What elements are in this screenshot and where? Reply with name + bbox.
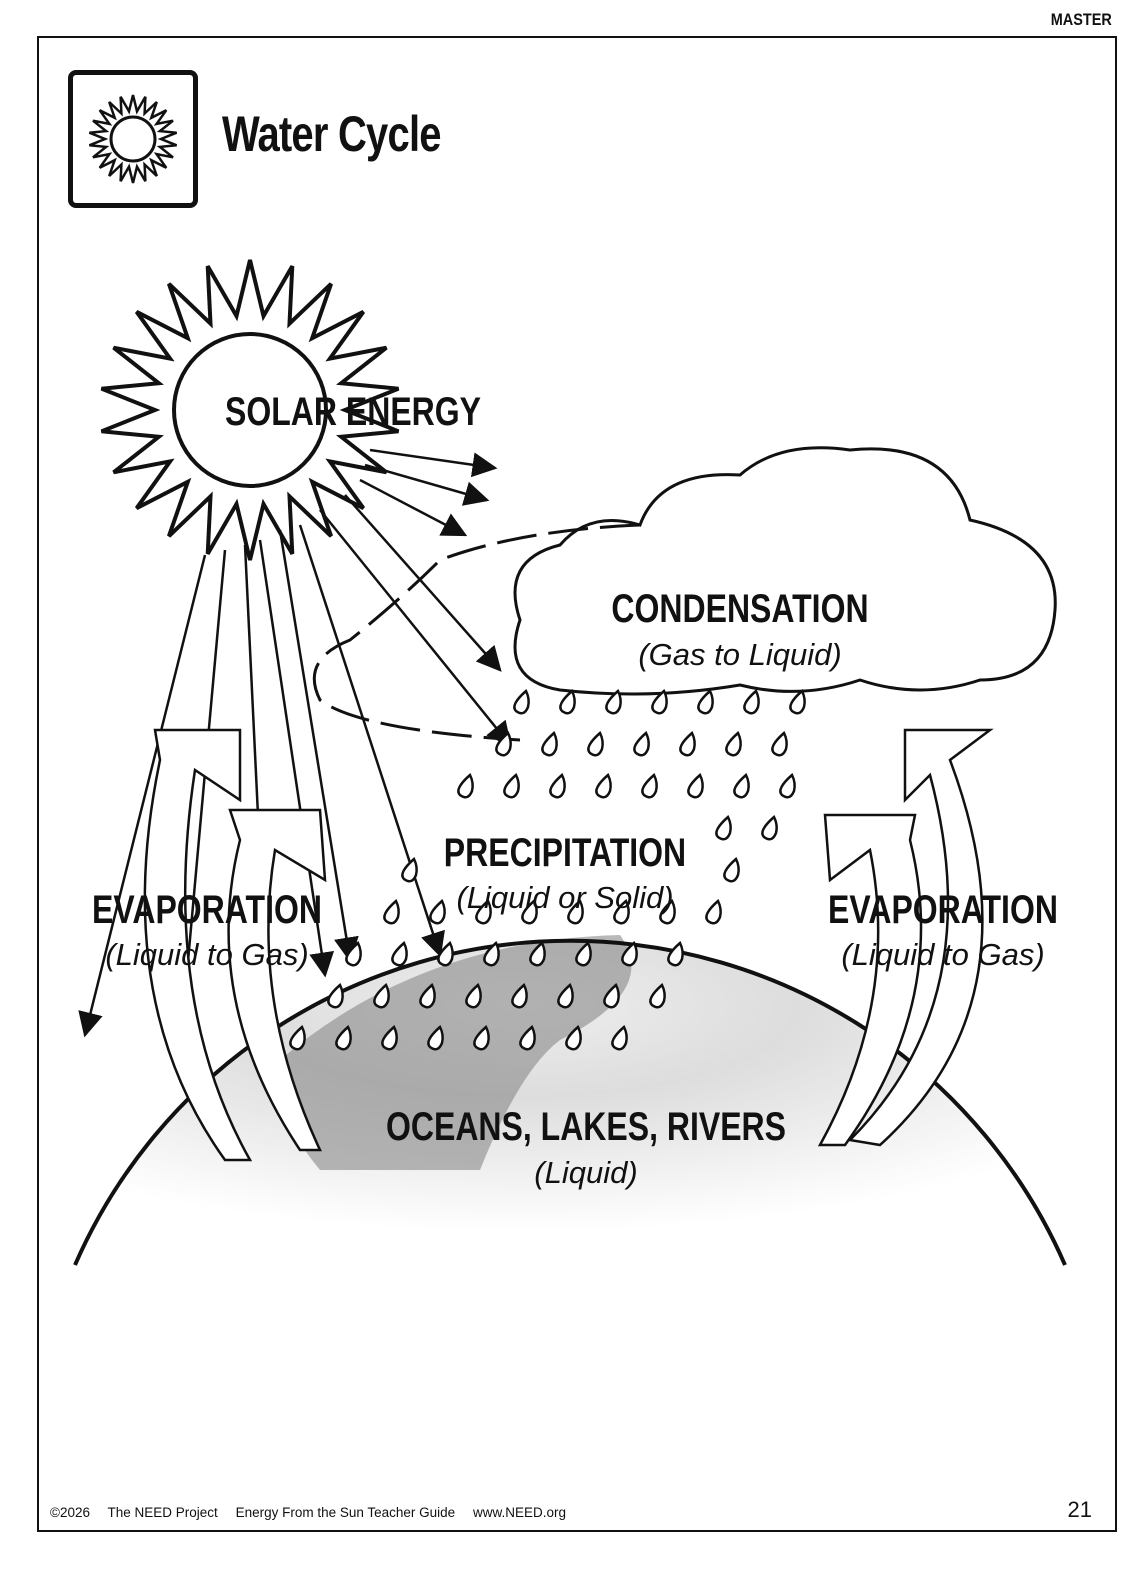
- raindrop: [641, 772, 658, 799]
- raindrop: [715, 814, 732, 841]
- raindrop: [549, 772, 566, 799]
- sun-ray-arrow: [364, 463, 490, 506]
- raindrop: [743, 688, 760, 715]
- raindrop: [327, 982, 344, 1009]
- sun-ray-arrow: [319, 509, 512, 747]
- solar-energy-label: SOLAR ENERGY: [225, 389, 481, 434]
- footer: ©2026 The NEED Project Energy From the S…: [50, 1505, 580, 1520]
- raindrop: [391, 940, 408, 967]
- raindrop: [771, 730, 788, 757]
- footer-url[interactable]: www.NEED.org: [472, 1505, 566, 1520]
- earth: [73, 935, 1067, 1266]
- sun-ray-arrow: [258, 539, 335, 978]
- raindrop: [541, 730, 558, 757]
- sun-ray-arrow: [344, 494, 502, 672]
- oceans-label: OCEANS, LAKES, RIVERS: [386, 1104, 786, 1149]
- raindrop: [519, 1024, 536, 1051]
- raindrop: [779, 772, 796, 799]
- footer-org: The NEED Project: [107, 1505, 218, 1520]
- raindrop: [529, 940, 546, 967]
- raindrop: [429, 898, 446, 925]
- footer-copyright: ©2026: [50, 1505, 90, 1520]
- sun-ray-arrow: [359, 478, 468, 537]
- raindrop: [621, 940, 638, 967]
- evaporation-right-sub: (Liquid to Gas): [841, 937, 1044, 972]
- raindrop: [565, 1024, 582, 1051]
- condensation-sub: (Gas to Liquid): [638, 637, 841, 672]
- raindrop: [575, 940, 592, 967]
- raindrop: [383, 898, 400, 925]
- raindrop: [381, 1024, 398, 1051]
- raindrop: [725, 730, 742, 757]
- precipitation-label: PRECIPITATION: [444, 830, 686, 875]
- raindrop: [789, 688, 806, 715]
- raindrop: [559, 688, 576, 715]
- raindrop: [473, 1024, 490, 1051]
- raindrop: [667, 940, 684, 967]
- raindrop: [603, 982, 620, 1009]
- raindrop: [483, 940, 500, 967]
- raindrop: [335, 1024, 352, 1051]
- evaporation-arrows-left: [143, 728, 327, 1162]
- evaporation-right-label: EVAPORATION: [828, 887, 1058, 932]
- sun-ray-arrows: [78, 448, 512, 1068]
- raindrop: [401, 856, 418, 883]
- raindrop: [611, 1024, 628, 1051]
- raindrop: [289, 1024, 306, 1051]
- sun-ray-arrow: [278, 529, 359, 963]
- raindrop: [345, 940, 362, 967]
- raindrop: [437, 940, 454, 967]
- sun-ray-arrow: [78, 554, 207, 1038]
- solar-energy-sun: [100, 259, 400, 561]
- raindrop: [595, 772, 612, 799]
- raindrop: [659, 898, 676, 925]
- raindrop: [521, 898, 538, 925]
- raindrop: [511, 982, 528, 1009]
- raindrop: [605, 688, 622, 715]
- sun-icon: [68, 70, 198, 208]
- condensation-label: CONDENSATION: [611, 586, 868, 631]
- master-tag: MASTER: [1050, 10, 1112, 29]
- page-number: 21: [1067, 1497, 1092, 1522]
- page-frame: [37, 36, 1117, 1532]
- raindrop: [465, 982, 482, 1009]
- evaporation-left-label: EVAPORATION: [92, 887, 322, 932]
- sun-ray-arrow: [369, 448, 498, 478]
- raindrop: [705, 898, 722, 925]
- cloud-back: [312, 523, 641, 742]
- raindrop: [427, 1024, 444, 1051]
- raindrop: [687, 772, 704, 799]
- raindrop: [723, 856, 740, 883]
- oceans-sub: (Liquid): [534, 1155, 637, 1190]
- footer-guide: Energy From the Sun Teacher Guide: [235, 1505, 456, 1520]
- raindrop: [697, 688, 714, 715]
- sun-ray-arrow: [298, 524, 445, 958]
- raindrop: [651, 688, 668, 715]
- raindrop: [373, 982, 390, 1009]
- raindrop: [503, 772, 520, 799]
- raindrop: [457, 772, 474, 799]
- raindrop: [495, 730, 512, 757]
- raindrop: [733, 772, 750, 799]
- raindrop: [679, 730, 696, 757]
- evaporation-left-sub: (Liquid to Gas): [105, 937, 308, 972]
- raindrop: [475, 898, 492, 925]
- raindrop: [633, 730, 650, 757]
- raindrop: [761, 814, 778, 841]
- raindrop: [587, 730, 604, 757]
- raindrop: [613, 898, 630, 925]
- raindrop: [419, 982, 436, 1009]
- raindrop: [649, 982, 666, 1009]
- raindrop: [567, 898, 584, 925]
- evaporation-arrows-right: [817, 728, 994, 1147]
- raindrop: [557, 982, 574, 1009]
- raindrop: [513, 688, 530, 715]
- page-title: Water Cycle: [222, 106, 442, 162]
- cloud: [513, 446, 1057, 696]
- raindrops: [289, 688, 806, 1051]
- precipitation-sub: (Liquid or Solid): [456, 880, 673, 915]
